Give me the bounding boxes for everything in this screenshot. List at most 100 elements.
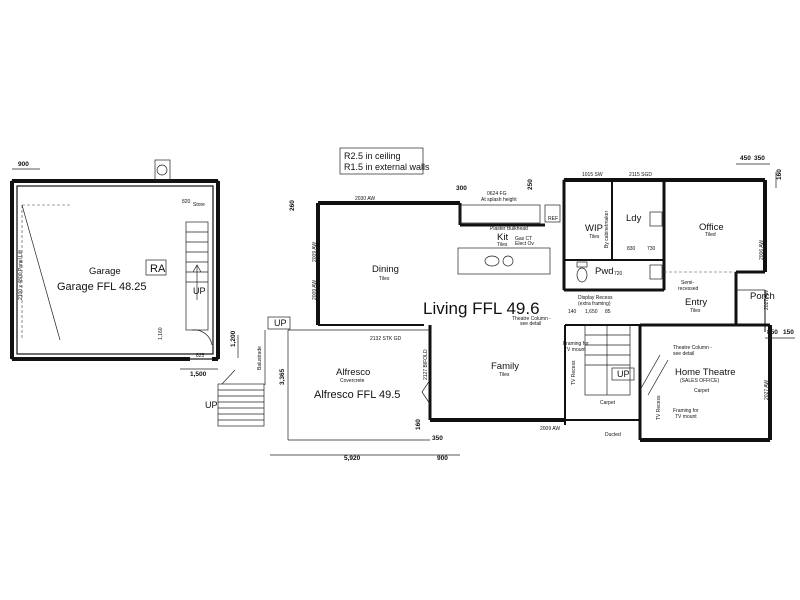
dining-finish: Tiles bbox=[379, 276, 390, 282]
dim-160-bottom: 160 bbox=[415, 419, 422, 430]
ann-aw-porch: 2027 AW bbox=[764, 290, 770, 310]
ann-display-recess: Display Recess bbox=[578, 295, 613, 301]
dim-250: 250 bbox=[527, 179, 534, 190]
room-kit: Kit bbox=[497, 232, 508, 243]
theatre-sales-office: (SALES OFFICE) bbox=[680, 378, 720, 384]
ann-aw-dining-left2: 2009 AW bbox=[312, 280, 318, 300]
wip-finish: Tiles bbox=[589, 234, 600, 240]
dim-3365: 3,365 bbox=[279, 368, 286, 385]
ra-box bbox=[145, 259, 167, 276]
room-porch: Porch bbox=[750, 291, 775, 302]
ann-bifold: 2127 BIFOLD bbox=[423, 349, 429, 380]
dim-140: 140 bbox=[568, 309, 577, 315]
dim-720: 720 bbox=[614, 271, 623, 277]
note-ceiling: R2.5 in ceiling bbox=[344, 151, 401, 161]
dim-260: 260 bbox=[289, 200, 296, 211]
ann-stk-gd: 2132 STK GD bbox=[370, 336, 402, 342]
notes-box bbox=[339, 147, 424, 175]
living-level: Living FFL 49.6 bbox=[423, 299, 540, 318]
dim-350-bottom: 350 bbox=[432, 435, 443, 442]
ann-theatre-col1: Theatre Column - bbox=[512, 316, 551, 322]
front-steps bbox=[217, 369, 265, 427]
dim-830: 830 bbox=[627, 246, 636, 252]
room-family: Family bbox=[491, 361, 519, 372]
ann-fg: 0624 FG bbox=[487, 191, 507, 197]
kitchen-fixtures bbox=[457, 204, 561, 275]
dim-1200: 1,200 bbox=[230, 330, 237, 347]
bifold-door bbox=[421, 379, 431, 405]
ann-tv-recess1: TV Recess bbox=[571, 360, 577, 385]
store-door bbox=[154, 159, 171, 181]
dim-450: 450 bbox=[740, 155, 751, 162]
stair-up: UP bbox=[617, 369, 630, 379]
theatre-walls-angled bbox=[639, 354, 669, 396]
room-pwd: Pwd bbox=[595, 266, 613, 277]
ann-tv-mount2: TV mount bbox=[675, 414, 697, 420]
ann-gas-ct: Gas CT bbox=[515, 236, 532, 242]
note-walls: R1.5 in external walls bbox=[344, 162, 430, 172]
ann-aw-dining-top: 2030 AW bbox=[355, 196, 375, 202]
garage-level: Garage FFL 48.25 bbox=[57, 281, 146, 293]
ann-recessed: recessed bbox=[678, 286, 699, 292]
stair-up-box bbox=[611, 367, 635, 381]
ann-semi: Semi- bbox=[681, 280, 694, 286]
ann-ref: REF bbox=[548, 216, 558, 222]
garage-stair-up: UP bbox=[193, 286, 206, 296]
dim-730: 730 bbox=[647, 246, 656, 252]
garage-door-dashed bbox=[21, 204, 70, 341]
ann-sw: 1015 SW bbox=[582, 172, 603, 178]
dim-820: 820 bbox=[182, 199, 191, 205]
pwd-fixtures bbox=[576, 211, 663, 283]
dimension-lines bbox=[12, 163, 795, 456]
ann-framing-tv1: Framing for bbox=[563, 341, 589, 347]
ann-see-detail1: see detail bbox=[520, 321, 541, 327]
ann-framing-tv2: Framing for bbox=[673, 408, 699, 414]
dim-900-bottom: 900 bbox=[437, 455, 448, 462]
dim-160: 160 bbox=[776, 169, 783, 180]
dim-300: 300 bbox=[456, 185, 467, 192]
ann-aw-theatre: 2027 AW bbox=[764, 380, 770, 400]
dim-150: 150 bbox=[783, 329, 794, 336]
ann-panel-lift: 2100 x 4800 Panel Lift bbox=[18, 250, 24, 300]
room-store: Store bbox=[193, 202, 205, 208]
alfresco-level: Alfresco FFL 49.5 bbox=[314, 389, 400, 401]
theatre-finish: Carpet bbox=[694, 388, 710, 394]
ann-see-detail2: see detail bbox=[673, 351, 694, 357]
ann-extra-framing: (extra framing) bbox=[578, 301, 611, 307]
room-office: Office bbox=[699, 222, 724, 233]
room-dining: Dining bbox=[372, 264, 399, 275]
dim-85: 85 bbox=[605, 309, 611, 315]
alfresco-up: UP bbox=[274, 318, 287, 328]
alfresco-up-box bbox=[267, 316, 291, 330]
entry-dashed bbox=[664, 271, 765, 291]
front-steps-up: UP bbox=[205, 400, 218, 410]
room-ldy: Ldy bbox=[626, 213, 642, 224]
room-alfresco: Alfresco bbox=[336, 367, 370, 378]
room-wip: WIP bbox=[585, 223, 603, 234]
ann-aw-family: 2009 AW bbox=[540, 426, 560, 432]
ann-splash: At splash height bbox=[481, 197, 517, 203]
room-home-theatre: Home Theatre bbox=[675, 367, 736, 378]
dim-1500: 1,500 bbox=[190, 371, 207, 378]
room-garage: Garage bbox=[89, 266, 121, 277]
ann-ducted: Ducted bbox=[605, 432, 621, 438]
ann-aw-dining-left1: 2009 AW bbox=[312, 242, 318, 262]
ann-sgd: 2115 SGD bbox=[629, 172, 652, 178]
garage-stairs bbox=[185, 221, 213, 346]
alfresco-finish: Covercrete bbox=[340, 378, 365, 384]
ann-aw-office: 2006 AW bbox=[759, 240, 765, 260]
room-entry: Entry bbox=[685, 297, 707, 308]
ann-theatre-col2: Theatre Column - bbox=[673, 345, 712, 351]
ann-balustrade: Balustrade bbox=[257, 346, 263, 370]
room-ra: RA bbox=[150, 263, 166, 275]
office-finish: Tiled bbox=[705, 232, 716, 238]
dim-1650: 1,650 bbox=[585, 309, 598, 315]
stair-finish: Carpet bbox=[600, 400, 616, 406]
ann-by-cabinetmaker: By cabinetmaker bbox=[604, 210, 610, 248]
entry-finish: Tiles bbox=[690, 308, 701, 314]
ann-elect-ov: Elect Ov bbox=[515, 241, 534, 247]
kit-finish: Tiles bbox=[497, 242, 508, 248]
family-finish: Tiles bbox=[499, 372, 510, 378]
dim-825: 825 bbox=[196, 353, 205, 359]
